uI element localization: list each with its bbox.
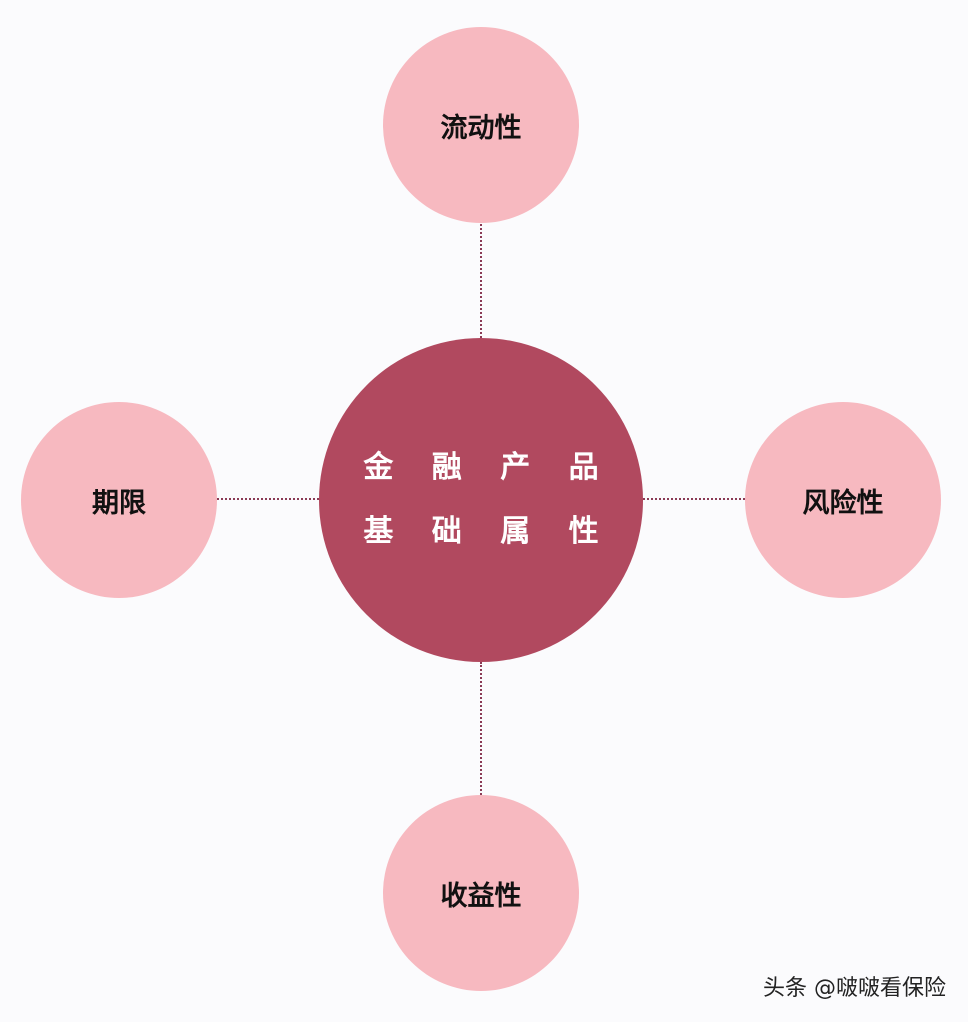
node-risk: 风险性	[745, 402, 941, 598]
connector-bottom	[480, 662, 482, 795]
node-label: 收益性	[440, 880, 522, 912]
node-label: 期限	[92, 487, 146, 519]
node-liquidity: 流动性	[383, 27, 579, 223]
center-hub: 金 融 产 品 基 础 属 性	[319, 338, 643, 662]
node-label: 风险性	[802, 487, 884, 519]
node-return: 收益性	[383, 795, 579, 991]
node-label: 流动性	[440, 112, 522, 144]
center-title-line1: 金 融 产 品	[363, 450, 613, 485]
connector-left	[217, 498, 319, 500]
center-title-line2: 基 础 属 性	[363, 514, 613, 549]
watermark: 头条 @啵啵看保险	[763, 976, 946, 1001]
node-term: 期限	[21, 402, 217, 598]
connector-top	[480, 224, 482, 338]
connector-right	[643, 498, 745, 500]
